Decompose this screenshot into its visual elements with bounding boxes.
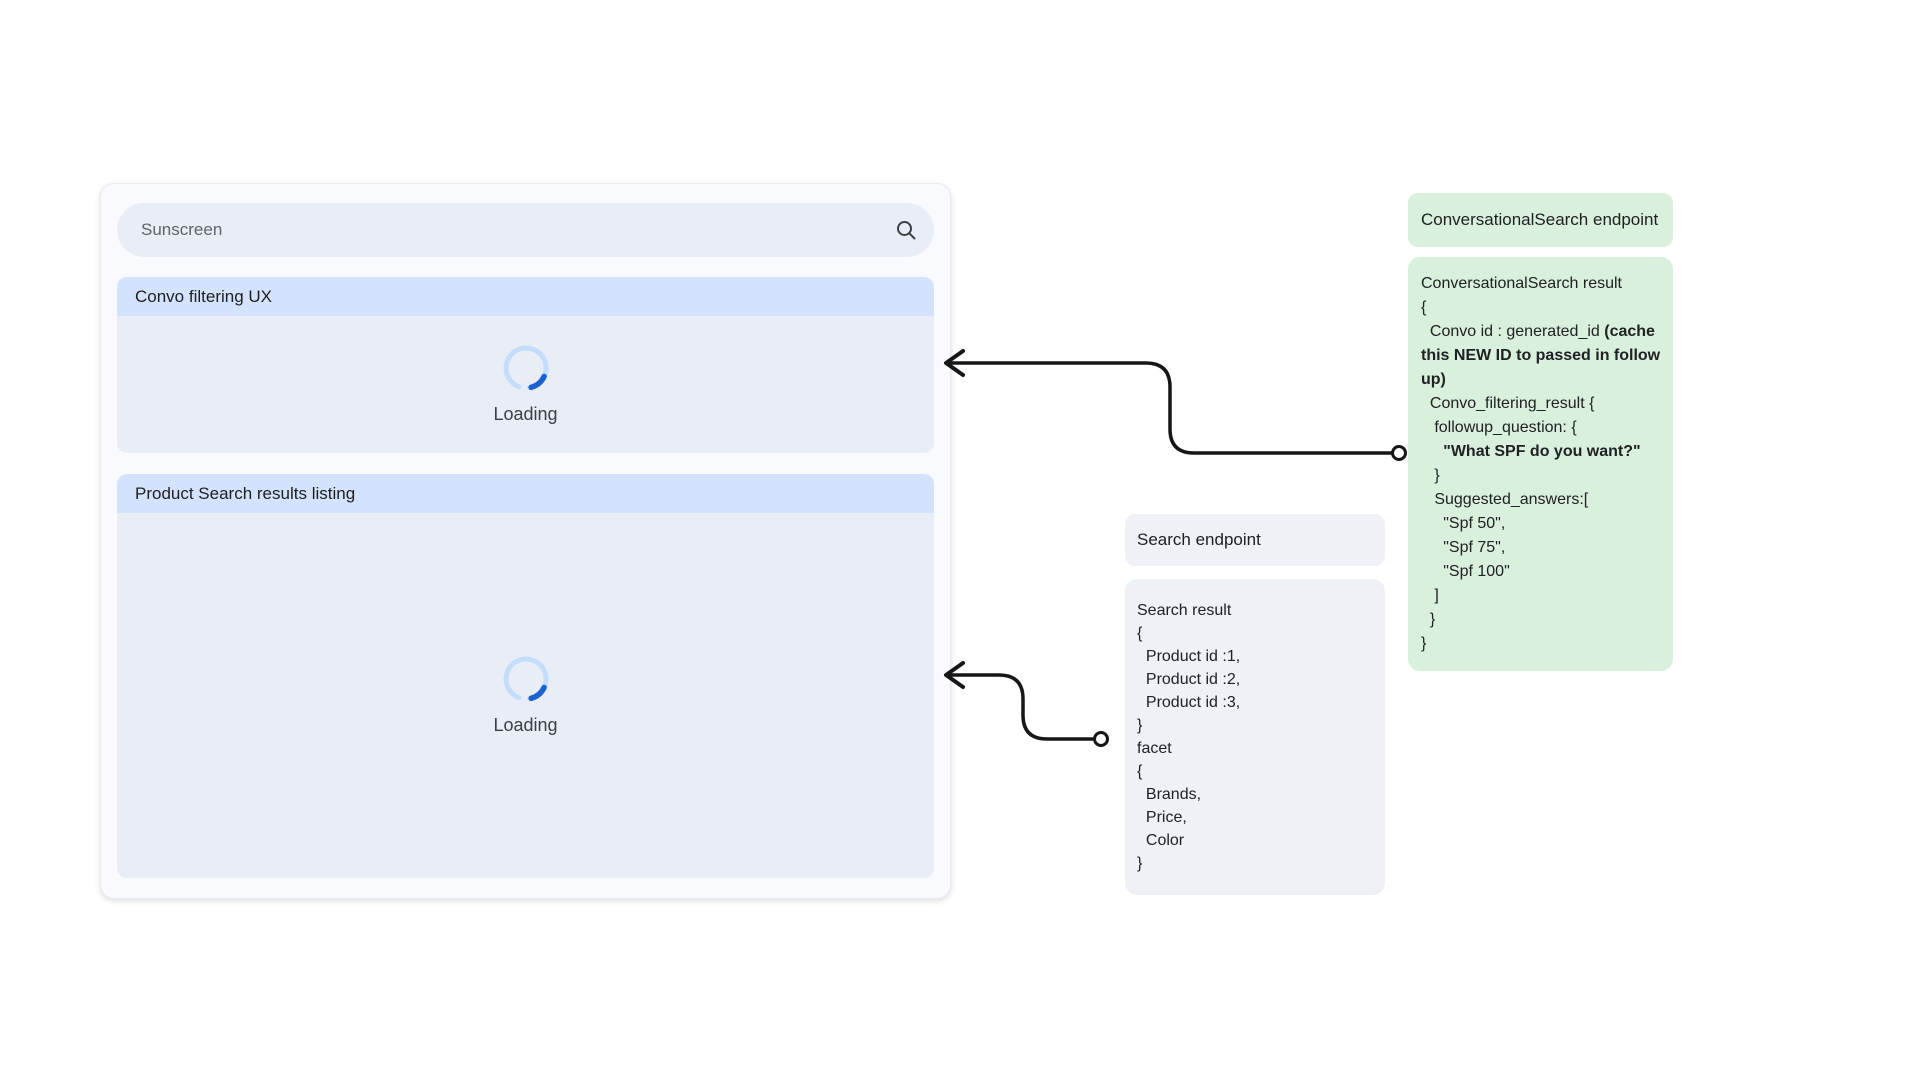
code-line: "What SPF do you want?" xyxy=(1421,443,1641,460)
code-line: } xyxy=(1421,467,1440,484)
search-endpoint-box: Search endpoint xyxy=(1125,514,1385,566)
conversational-search-endpoint-box: ConversationalSearch endpoint xyxy=(1408,193,1673,247)
code-line: } xyxy=(1137,717,1143,734)
section-body: Loading xyxy=(117,513,934,878)
loading-label: Loading xyxy=(493,404,558,424)
connector-convo-result-arrow xyxy=(944,349,1407,461)
code-line: Product id :3, xyxy=(1137,694,1241,711)
code-line: ConversationalSearch result xyxy=(1421,275,1622,292)
code-line: Convo id : generated_id (cache xyxy=(1421,323,1655,340)
code-line: Brands, xyxy=(1137,786,1202,803)
loading-label: Loading xyxy=(493,715,558,735)
section-body: Loading xyxy=(117,316,934,453)
section-title: Product Search results listing xyxy=(135,483,356,503)
code-line: } xyxy=(1421,635,1427,652)
connector-origin-dot xyxy=(1391,445,1407,461)
convo-filtering-section: Convo filtering UX Loading xyxy=(117,277,934,453)
code-line: Convo_filtering_result { xyxy=(1421,395,1595,412)
product-results-section: Product Search results listing Loading xyxy=(117,474,934,878)
loading-spinner-icon xyxy=(503,656,548,702)
code-line: { xyxy=(1421,299,1427,316)
connector-search-result-arrow xyxy=(944,661,1109,747)
code-line: facet xyxy=(1137,740,1172,757)
code-line: "Spf 100" xyxy=(1421,563,1510,580)
loading-spinner-icon xyxy=(503,345,548,391)
section-title: Convo filtering UX xyxy=(135,286,273,306)
search-bar xyxy=(117,203,934,257)
code-line: Price, xyxy=(1137,809,1187,826)
search-input[interactable] xyxy=(117,220,894,240)
code-line: Search result xyxy=(1137,602,1232,619)
code-line: ] xyxy=(1421,587,1439,604)
callout-title: Search endpoint xyxy=(1137,530,1261,549)
code-line: } xyxy=(1137,855,1143,872)
code-line: Product id :1, xyxy=(1137,648,1241,665)
code-line: "Spf 75", xyxy=(1421,539,1506,556)
search-ui-panel: Convo filtering UX Loading Product Searc… xyxy=(100,183,951,899)
section-header: Convo filtering UX xyxy=(117,277,934,316)
code-line: Color xyxy=(1137,832,1185,849)
code-line: Product id :2, xyxy=(1137,671,1241,688)
code-line: { xyxy=(1137,625,1143,642)
search-icon[interactable] xyxy=(894,218,918,242)
section-header: Product Search results listing xyxy=(117,474,934,513)
callout-title: ConversationalSearch endpoint xyxy=(1421,210,1659,229)
conversational-search-result-box: ConversationalSearch result { Convo id : … xyxy=(1408,257,1673,671)
search-result-box: Search result { Product id :1, Product id… xyxy=(1125,579,1385,895)
code-line: Suggested_answers:[ xyxy=(1421,491,1589,508)
code-line: } xyxy=(1421,611,1436,628)
connector-origin-dot xyxy=(1093,731,1109,747)
code-line: { xyxy=(1137,763,1143,780)
code-line: up) xyxy=(1421,371,1446,388)
code-line: this NEW ID to passed in follow xyxy=(1421,347,1661,364)
code-line: "Spf 50", xyxy=(1421,515,1506,532)
code-line: followup_question: { xyxy=(1421,419,1577,436)
